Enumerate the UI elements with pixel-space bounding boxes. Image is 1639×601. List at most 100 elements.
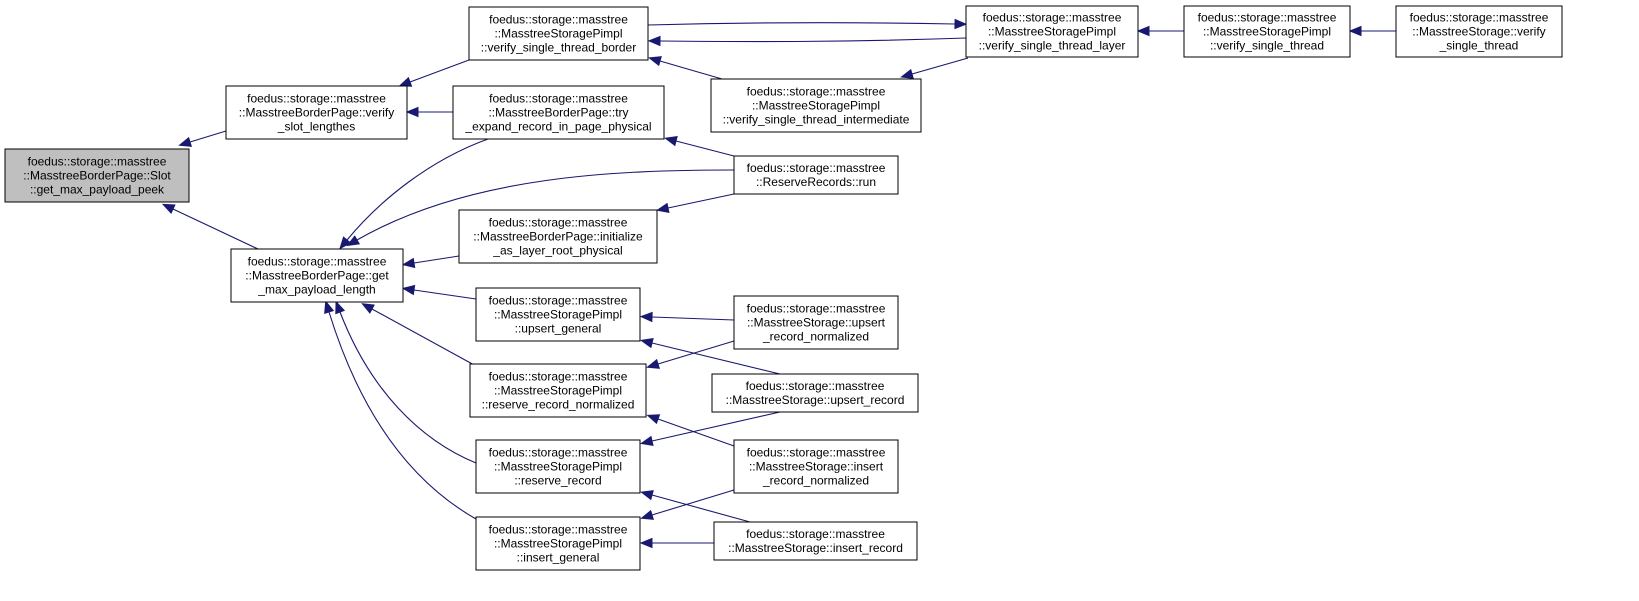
edge-n9-to-n2 [346,169,735,247]
node-label-line: ::verify_single_thread_intermediate [723,113,910,127]
node-label-line: foedus::storage::masstree [747,161,886,175]
node-label-line: foedus::storage::masstree [247,92,386,106]
node-box[interactable] [4,148,190,203]
node-box[interactable] [475,287,641,342]
edge-line [659,60,723,80]
node-box[interactable] [733,295,899,350]
node-reserve-record-normalized[interactable]: foedus::storage::masstree::MasstreeStora… [469,363,647,418]
node-get-max-payload-length[interactable]: foedus::storage::masstree::MasstreeBorde… [230,248,404,303]
arrow-head-icon [664,136,678,147]
node-box[interactable] [475,439,641,494]
node-box[interactable] [733,439,899,494]
node-insert-record-normalized[interactable]: foedus::storage::masstree::MasstreeStora… [733,439,899,494]
edge-n18-to-n13 [640,490,751,523]
edge-line [413,255,460,264]
node-try-expand-record-in-page-physical[interactable]: foedus::storage::masstree::MasstreeBorde… [452,85,665,140]
node-label-line: ::MasstreeStorage::upsert [747,316,886,330]
node-pimpl-verify-single-thread[interactable]: foedus::storage::masstree::MasstreeStora… [1183,5,1351,58]
node-box[interactable] [733,155,899,195]
node-reserve-records-run[interactable]: foedus::storage::masstree::ReserveRecord… [733,155,899,195]
edge-line [659,37,967,43]
arrow-head-icon [1136,25,1150,37]
arrow-head-icon [954,18,968,30]
node-label-line: ::MasstreeBorderPage::get [245,269,389,283]
node-box[interactable] [458,209,658,264]
node-label-line: _expand_record_in_page_physical [464,120,651,134]
node-reserve-record[interactable]: foedus::storage::masstree::MasstreeStora… [475,439,641,494]
node-box[interactable] [710,78,922,133]
node-verify-single-thread-layer[interactable]: foedus::storage::masstree::MasstreeStora… [965,5,1139,58]
node-upsert-general[interactable]: foedus::storage::masstree::MasstreeStora… [475,287,641,342]
arrow-head-icon [398,76,413,87]
edge-n3-to-n1 [398,59,470,87]
node-label-line: ::MasstreeBorderPage::Slot [23,169,171,183]
edge-n18-to-n14 [639,537,714,549]
edge-line [667,193,735,209]
node-label-line: ::MasstreeStoragePimpl [988,25,1116,39]
node-label-line: foedus::storage::masstree [747,446,886,460]
node-label-line: foedus::storage::masstree [489,294,628,308]
node-box[interactable] [965,5,1139,58]
node-label-line: foedus::storage::masstree [489,370,628,384]
edge-n9-to-n10 [655,193,735,214]
edge-line [651,411,781,442]
edge-n5-to-n3 [647,35,967,47]
edge-line [651,489,735,516]
node-box[interactable] [225,85,408,140]
node-verify-single-thread-border[interactable]: foedus::storage::masstree::MasstreeStora… [468,6,649,61]
node-label-line: _record_normalized [762,330,869,344]
node-verify-slot-lengthes[interactable]: foedus::storage::masstree::MasstreeBorde… [225,85,408,140]
node-box[interactable] [1395,5,1563,58]
node-label-line: _as_layer_root_physical [492,244,622,258]
arrow-head-icon [161,203,176,214]
arrow-head-icon [361,303,375,314]
node-insert-record[interactable]: foedus::storage::masstree::MasstreeStora… [713,521,918,561]
edge-line [651,316,735,321]
node-label-line: ::get_max_payload_peek [30,183,165,197]
node-box[interactable] [475,516,641,571]
node-insert-general[interactable]: foedus::storage::masstree::MasstreeStora… [475,516,641,571]
node-box[interactable] [452,85,665,140]
edge-n12-to-n2 [361,303,477,367]
edge-n16-to-n11 [640,338,781,375]
node-label-line: ::MasstreeBorderPage::initialize [473,230,643,244]
node-label-line: foedus::storage::masstree [489,216,628,230]
node-box[interactable] [469,363,647,418]
edge-n6-to-n5 [900,57,969,79]
edge-n2-to-n0 [161,203,259,250]
node-initialize-as-layer-root-physical[interactable]: foedus::storage::masstree::MasstreeBorde… [458,209,658,264]
edge-line [657,340,735,365]
node-label-line: ::MasstreeBorderPage::verify [239,106,394,120]
nodes-layer: foedus::storage::masstree::MasstreeBorde… [4,5,1563,571]
node-box[interactable] [1183,5,1351,58]
arrow-head-icon [640,509,655,520]
edge-n13-to-n2 [335,300,477,464]
node-upsert-record-normalized[interactable]: foedus::storage::masstree::MasstreeStora… [733,295,899,350]
arrow-head-icon [639,311,653,323]
edge-n1-to-n0 [178,130,227,147]
node-box[interactable] [230,248,404,303]
edge-line [651,342,781,375]
edge-line [657,418,735,447]
node-label-line: foedus::storage::masstree [747,302,886,316]
edge-line [172,208,259,250]
node-upsert-record[interactable]: foedus::storage::masstree::MasstreeStora… [711,373,919,413]
node-label-line: ::MasstreeStorage::verify [1412,25,1545,39]
node-slot-get-max-payload-peek[interactable]: foedus::storage::masstree::MasstreeBorde… [4,148,190,203]
node-label-line: foedus::storage::masstree [28,155,167,169]
node-box[interactable] [713,521,918,561]
node-box[interactable] [468,6,649,61]
node-label-line: ::MasstreeStoragePimpl [1203,25,1331,39]
node-box[interactable] [711,373,919,413]
node-verify-single-thread-intermediate[interactable]: foedus::storage::masstree::MasstreeStora… [710,78,922,133]
node-label-line: foedus::storage::masstree [489,446,628,460]
node-label-line: ::verify_single_thread [1210,39,1324,53]
node-storage-verify-single-thread[interactable]: foedus::storage::masstree::MasstreeStora… [1395,5,1563,58]
arrow-head-icon [647,35,661,47]
node-label-line: ::MasstreeStoragePimpl [494,384,622,398]
node-label-line: foedus::storage::masstree [489,523,628,537]
edge-n17-to-n14 [640,489,735,520]
arrow-head-icon [646,414,661,425]
arrow-head-icon [324,300,335,315]
